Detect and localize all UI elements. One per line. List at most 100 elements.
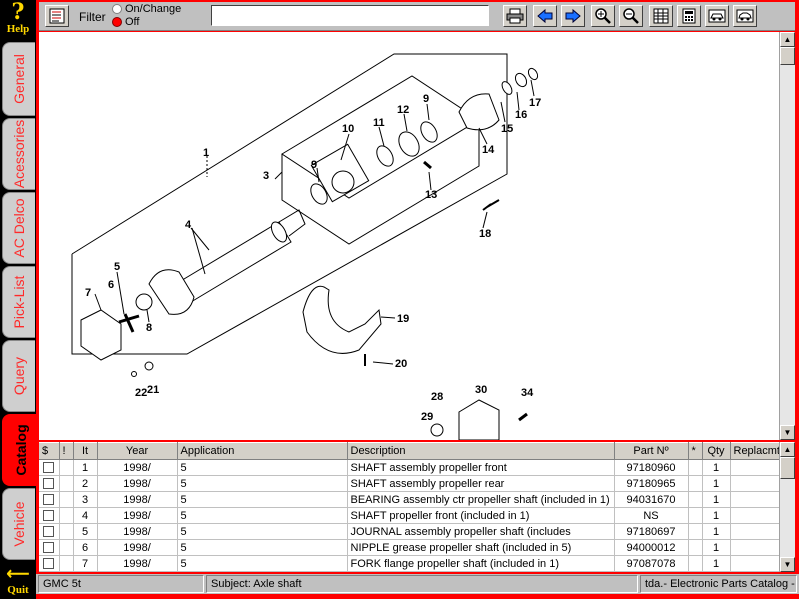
row-checkbox[interactable] (39, 539, 60, 556)
col-description[interactable]: Description (347, 442, 615, 460)
radio-on-indicator[interactable] (112, 4, 122, 14)
tab-acessories[interactable]: Acessories (2, 118, 35, 190)
callout-20[interactable]: 20 (395, 358, 407, 370)
callout-1[interactable]: 1 (203, 147, 209, 159)
row-checkbox[interactable] (39, 475, 60, 492)
parts-table-area: $ ! It Year Application Description Part… (39, 442, 779, 572)
flange-30 (458, 399, 500, 440)
vehicle-button[interactable] (705, 5, 729, 27)
col-year[interactable]: Year (97, 442, 178, 460)
row-checkbox[interactable] (39, 555, 60, 572)
nut-21 (144, 361, 154, 371)
next-button[interactable] (561, 5, 585, 27)
assembly-outline-1 (71, 53, 508, 355)
zoom-out-button[interactable] (619, 5, 643, 27)
shaft-end (270, 221, 288, 243)
col-flag[interactable]: ! (59, 442, 74, 460)
filter-radio-on[interactable]: On/Change (112, 3, 181, 15)
status-bar: GMC 5t Subject: Axle shaft tda.- Electro… (36, 574, 799, 594)
table-scrollbar[interactable]: ▲ ▼ (779, 442, 795, 572)
table-scroll-up-icon[interactable]: ▲ (780, 442, 795, 457)
main-frame: Filter On/Change Off (36, 0, 799, 599)
filter-list-button[interactable] (45, 5, 69, 27)
zoom-in-button[interactable] (591, 5, 615, 27)
bracket-19 (302, 285, 382, 354)
callout-13[interactable]: 13 (425, 189, 437, 201)
callout-16[interactable]: 16 (515, 109, 527, 121)
quit-button[interactable]: ⟵ Quit (0, 566, 36, 599)
col-price[interactable]: $ (39, 442, 60, 460)
scroll-down-icon[interactable]: ▼ (780, 425, 795, 440)
arrow-right-icon (565, 8, 581, 24)
car-button[interactable] (733, 5, 757, 27)
callout-7[interactable]: 7 (85, 287, 91, 299)
callout-9a[interactable]: 9 (311, 159, 317, 171)
tab-general[interactable]: General (2, 42, 35, 116)
table-header: $ ! It Year Application Description Part… (39, 442, 779, 460)
callout-15[interactable]: 15 (501, 123, 513, 135)
bearing-11 (376, 145, 394, 167)
print-button[interactable] (503, 5, 527, 27)
tab-pick-list[interactable]: Pick-List (2, 266, 35, 338)
previous-button[interactable] (533, 5, 557, 27)
tab-ac-delco[interactable]: AC Delco (2, 192, 35, 264)
callout-29[interactable]: 29 (421, 411, 433, 423)
col-application[interactable]: Application (177, 442, 348, 460)
table-scroll-down-icon[interactable]: ▼ (780, 557, 795, 572)
callout-11[interactable]: 11 (373, 117, 385, 129)
col-star[interactable]: * (688, 442, 703, 460)
filter-radio-off[interactable]: Off (112, 16, 139, 28)
row-checkbox[interactable] (39, 459, 60, 476)
calculator-button[interactable] (677, 5, 701, 27)
callout-14[interactable]: 14 (482, 144, 495, 156)
parts-diagram[interactable]: 1 22 3 4 5 6 7 8 9 9 10 11 12 13 14 15 1… (39, 32, 779, 440)
col-replacement[interactable]: Replacmt. (730, 442, 779, 460)
callout-28[interactable]: 28 (431, 391, 443, 403)
callout-4[interactable]: 4 (185, 219, 192, 231)
row-checkbox[interactable] (39, 507, 60, 524)
callout-10[interactable]: 10 (342, 123, 354, 135)
radio-off-indicator[interactable] (112, 17, 122, 27)
scroll-up-icon[interactable]: ▲ (780, 32, 795, 47)
callout-5[interactable]: 5 (114, 261, 120, 273)
yoke (148, 269, 195, 315)
callout-34[interactable]: 34 (521, 387, 534, 399)
row-checkbox[interactable] (39, 491, 60, 508)
status-subject: Subject: Axle shaft (206, 575, 638, 593)
callout-18[interactable]: 18 (479, 228, 491, 240)
table-scroll-thumb[interactable] (780, 457, 795, 479)
bearing-12 (398, 131, 420, 157)
callout-8[interactable]: 8 (146, 322, 152, 334)
callout-3[interactable]: 3 (263, 170, 269, 182)
callout-22[interactable]: 22 (135, 387, 147, 399)
tab-catalog[interactable]: Catalog (2, 414, 38, 486)
col-qty[interactable]: Qty (702, 442, 731, 460)
callout-30[interactable]: 30 (475, 384, 487, 396)
zoom-out-icon (623, 8, 639, 24)
callout-17[interactable]: 17 (529, 97, 541, 109)
seal-9a (310, 183, 328, 205)
callout-21[interactable]: 21 (147, 384, 159, 396)
callout-9b[interactable]: 9 (423, 93, 429, 105)
row-checkbox[interactable] (39, 523, 60, 540)
col-part-number[interactable]: Part Nº (614, 442, 689, 460)
scroll-thumb[interactable] (780, 47, 795, 65)
callout-19[interactable]: 19 (397, 313, 409, 325)
tab-vehicle[interactable]: Vehicle (2, 488, 35, 560)
diagram-scrollbar[interactable]: ▲ ▼ (779, 32, 795, 440)
status-vehicle: GMC 5t (38, 575, 204, 593)
filter-input[interactable] (211, 5, 489, 26)
help-button[interactable]: ? Help (0, 0, 36, 40)
callout-12[interactable]: 12 (397, 104, 409, 116)
grid-button[interactable] (649, 5, 673, 27)
tab-query[interactable]: Query (2, 340, 35, 412)
callout-6[interactable]: 6 (108, 279, 114, 291)
col-item[interactable]: It (73, 442, 98, 460)
